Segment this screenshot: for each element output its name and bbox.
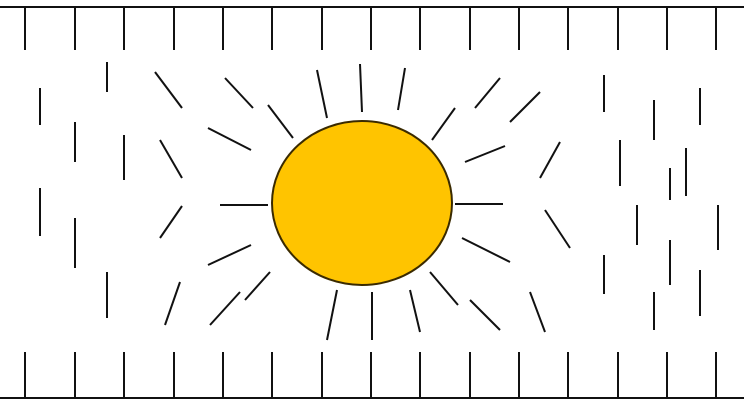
sun-circle: [272, 121, 452, 285]
